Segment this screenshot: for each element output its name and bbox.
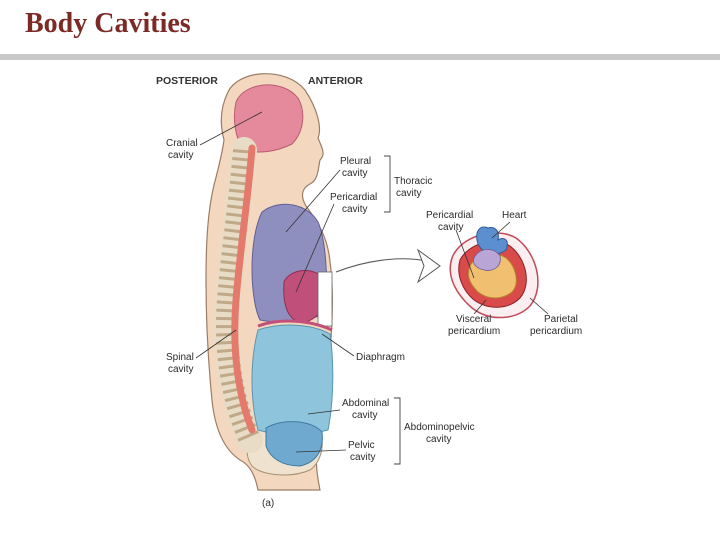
abdominopelvic-bracket <box>394 397 401 465</box>
heart-pericardial-label-2: cavity <box>438 222 464 233</box>
detail-arrowhead <box>416 248 441 284</box>
pleural-label-2: cavity <box>342 168 368 179</box>
visceral-leader <box>473 299 487 315</box>
cranial-leader <box>199 111 263 146</box>
pelvic-leader <box>295 449 347 453</box>
thoracic-bracket <box>384 155 391 213</box>
parietal-leader <box>529 297 549 315</box>
heart-leader <box>491 221 511 239</box>
diaphragm-leader <box>321 333 355 357</box>
pericardial-label-2: cavity <box>342 204 368 215</box>
pleural-label-1: Pleural <box>340 156 371 167</box>
spinal-label-1: Spinal <box>166 352 194 363</box>
heart-label: Heart <box>502 210 527 221</box>
cranial-label-1: Cranial <box>166 138 198 149</box>
pelvic-label-1: Pelvic <box>348 440 375 451</box>
posterior-label: POSTERIOR <box>156 75 218 87</box>
abdominal-cavity <box>251 324 334 435</box>
abdominopelvic-label-2: cavity <box>426 434 452 445</box>
diaphragm-label: Diaphragm <box>356 352 405 363</box>
thoracic-label-2: cavity <box>396 188 422 199</box>
anterior-label: ANTERIOR <box>308 75 363 87</box>
abdominal-label-1: Abdominal <box>342 398 389 409</box>
heart-location-box <box>317 271 333 327</box>
slide-title: Body Cavities <box>25 8 191 39</box>
pelvic-cavity <box>265 421 323 467</box>
panel-label: (a) <box>262 498 274 509</box>
parietal-label-1: Parietal <box>544 314 578 325</box>
abdominal-label-2: cavity <box>352 410 378 421</box>
heart-atria <box>473 249 501 271</box>
pericardial-label-1: Pericardial <box>330 192 377 203</box>
abdominal-leader <box>307 409 341 415</box>
heart-pericardial-leader <box>455 229 475 279</box>
diaphragm-line <box>257 319 333 332</box>
vertebral-column <box>213 137 263 453</box>
pelvic-label-2: cavity <box>350 452 376 463</box>
visceral-label-2: pericardium <box>448 326 500 337</box>
cranial-label-2: cavity <box>168 150 194 161</box>
pleural-leader <box>285 169 341 233</box>
title-divider <box>0 54 720 60</box>
heart-pericardial-label-1: Pericardial <box>426 210 473 221</box>
parietal-label-2: pericardium <box>530 326 582 337</box>
pericardial-leader <box>295 203 335 293</box>
abdominopelvic-label-1: Abdominopelvic <box>404 422 475 433</box>
visceral-label-1: Visceral <box>456 314 491 325</box>
spinal-leader <box>195 329 237 359</box>
spinal-label-2: cavity <box>168 364 194 375</box>
detail-arrow <box>335 258 431 273</box>
spinal-cavity <box>231 144 256 434</box>
heart-detail <box>449 226 539 319</box>
thoracic-label-1: Thoracic <box>394 176 432 187</box>
